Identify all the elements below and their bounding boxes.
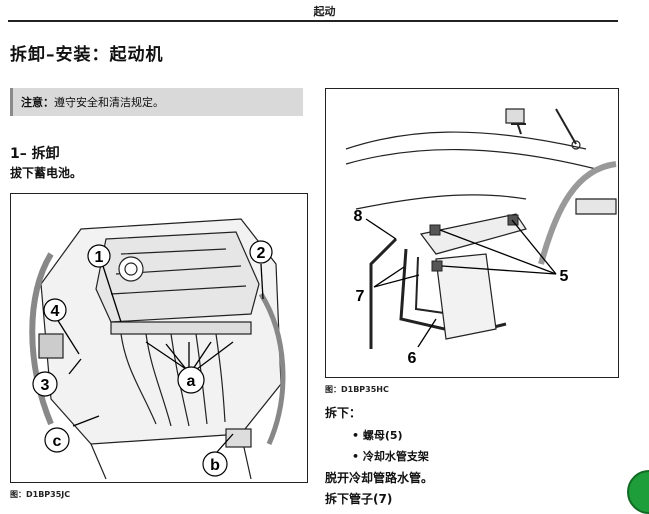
safety-note: 注意：遵守安全和清洁规定。 — [10, 88, 303, 116]
figure-caption-right: 图：D1BP35HC — [325, 385, 389, 394]
callout-label: 6 — [408, 350, 417, 367]
engine-illustration: 1 2 3 4 a b c — [29, 218, 286, 480]
corner-badge-icon — [627, 470, 649, 514]
callout-label: c — [53, 433, 62, 450]
callout-label: 5 — [560, 268, 569, 285]
callout-label: a — [187, 373, 196, 390]
step-bullet: • 螺母(5) — [352, 429, 403, 442]
section-text: 拔下蓄电池。 — [10, 166, 83, 180]
callout-label: 7 — [356, 288, 365, 305]
note-label: 注意： — [21, 96, 54, 109]
callout-label: 8 — [354, 208, 363, 225]
callout-label: b — [210, 457, 220, 474]
callout-label: 2 — [257, 245, 266, 262]
figure-caption-left: 图：D1BP35JC — [10, 490, 71, 499]
step-bullet: • 冷却水管支架 — [352, 450, 429, 463]
step-text-2: 拆下管子(7) — [325, 492, 393, 506]
callout-label: 3 — [41, 377, 50, 394]
pipe-illustration: 5 6 7 8 — [345, 108, 617, 367]
step-text: 脱开冷却管路水管。 — [325, 471, 434, 485]
header-title: 起动 — [313, 5, 336, 18]
header-divider — [8, 20, 618, 22]
engine-figure-left: 1 2 3 4 a b c — [10, 193, 308, 483]
engine-figure-right: 5 6 7 8 — [325, 88, 619, 378]
callout-label: 1 — [95, 249, 104, 266]
callout-label: 4 — [51, 303, 60, 320]
step-title: 拆下： — [325, 406, 362, 420]
page-title: 拆卸–安装：起动机 — [10, 45, 164, 65]
note-text: 遵守安全和清洁规定。 — [54, 96, 164, 109]
section-heading: 1– 拆卸 — [10, 146, 60, 162]
